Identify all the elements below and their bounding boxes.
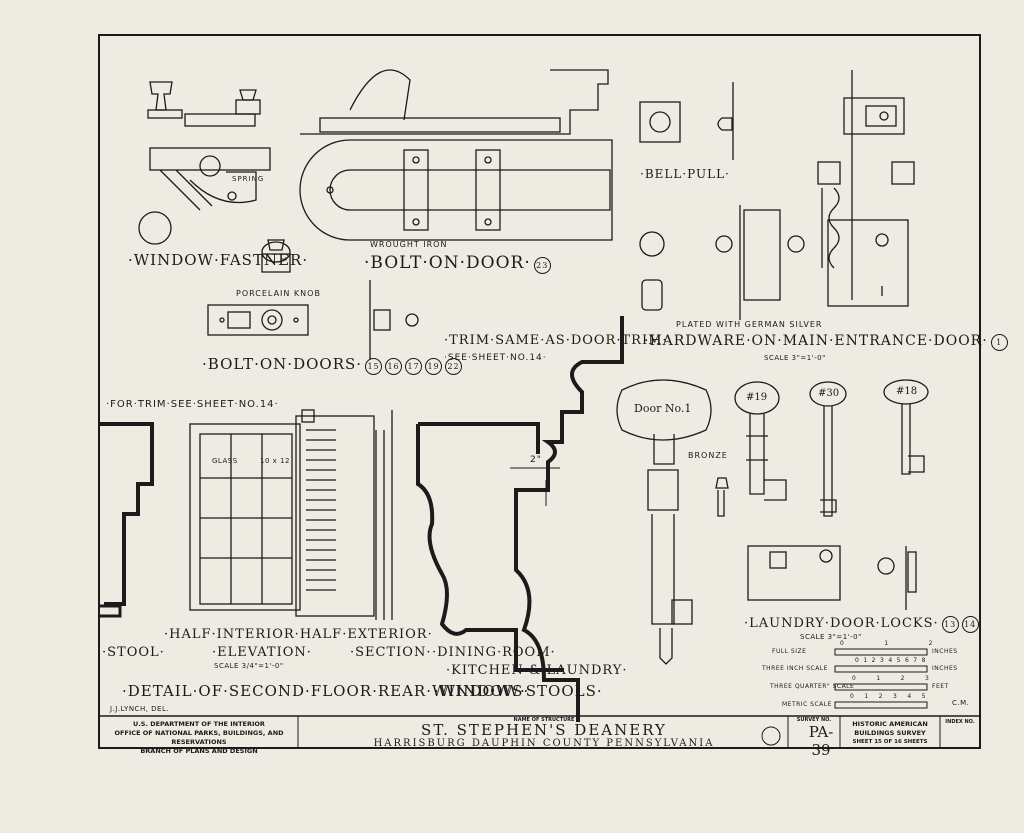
key-drawings: [616, 379, 929, 665]
window-stools-title: ·WINDOW·STOOLS·: [434, 682, 603, 700]
dimension-2in: [510, 467, 560, 506]
scale-unit-three-quarter: FEET: [932, 683, 949, 690]
section-label: ·SECTION·: [350, 645, 432, 660]
hardware-title: ·HARDWARE·ON·MAIN·ENTRANCE·DOOR·1: [644, 334, 1008, 351]
scale-label-metric: METRIC SCALE: [782, 701, 832, 708]
title-block-habs: HISTORIC AMERICAN BUILDINGS SURVEY SHEET…: [852, 720, 928, 745]
for-trim-label: ·FOR·TRIM·SEE·SHEET·NO.14·: [106, 399, 279, 410]
bell-pull-drawing: [639, 82, 734, 311]
wrought-iron-bolt-drawing: [299, 69, 613, 241]
porcelain-bolt-drawing: [207, 280, 419, 360]
window-stool-profiles: [416, 316, 624, 722]
trim-same-label: ·TRIM·SAME·AS·DOOR·TRIM·: [444, 333, 668, 348]
dimension-2in-label: 2": [530, 455, 542, 465]
bronze-label: BRONZE: [688, 451, 728, 460]
hardware-scale: SCALE 3"=1'-0": [764, 354, 826, 362]
kitchen-laundry-label: ·KITCHEN·&·LAUNDRY·: [446, 663, 628, 678]
scale-unit-full: INCHES: [932, 648, 958, 655]
title-block-department: U.S. DEPARTMENT OF THE INTERIOR OFFICE O…: [114, 720, 284, 755]
stool-label: ·STOOL·: [102, 645, 165, 660]
cm-label: C.M.: [952, 699, 970, 707]
glass-label: GLASS: [212, 457, 238, 465]
title-block-structure: NAME OF STRUCTURE ST. STEPHEN'S DEANERY …: [373, 717, 715, 749]
title-block-index: INDEX NO.: [945, 719, 975, 725]
graphic-scales: [834, 648, 928, 709]
key-30-label: #30: [818, 388, 840, 399]
bell-pull-title: ·BELL·PULL·: [640, 167, 730, 181]
entrance-hardware-drawing: [715, 70, 915, 320]
porcelain-knob-label: PORCELAIN KNOB: [236, 289, 321, 298]
spring-label: SPRING: [232, 175, 265, 183]
wrought-iron-label: WROUGHT IRON: [370, 240, 448, 249]
half-interior-label: ·HALF·INTERIOR·HALF·EXTERIOR·: [164, 627, 433, 642]
title-block-survey: SURVEY NO. PA-39: [796, 717, 834, 759]
glass-size-label: 10 x 12: [260, 457, 290, 465]
drafter-label: J.J.LYNCH, DEL.: [110, 705, 170, 713]
scale-unit-three-inch: INCHES: [932, 665, 958, 672]
habs-seal: [761, 726, 781, 746]
bolt-on-door-title: ·BOLT·ON·DOOR·23: [364, 255, 551, 274]
window-fastener-title: ·WINDOW·FASTNER·: [128, 251, 309, 269]
laundry-scale: SCALE 3"=1'-0": [800, 633, 862, 641]
key-19-label: #19: [746, 392, 768, 403]
dining-room-label: ·DINING·ROOM·: [432, 645, 556, 660]
scale-label-three-inch: THREE INCH SCALE: [762, 665, 828, 672]
scale-label-full: FULL SIZE: [772, 648, 807, 655]
key-door-no1-label: Door No.1: [634, 402, 692, 415]
plated-label: PLATED WITH GERMAN SILVER: [676, 320, 823, 329]
see-sheet-label: ·SEE·SHEET·NO.14·: [444, 353, 547, 363]
detail-title: ·DETAIL·OF·SECOND·FLOOR·REAR·WINDOWS·: [122, 682, 530, 700]
scale-label-three-quarter: THREE QUARTER" SCALE: [770, 683, 855, 690]
window-elevation-drawing: [100, 409, 393, 620]
sheet-border: [98, 34, 981, 749]
window-fastener-drawing: [138, 81, 291, 273]
elevation-scale: SCALE 3/4"=1'-0": [214, 662, 284, 670]
elevation-label: ·ELEVATION·: [212, 645, 312, 660]
laundry-lock-drawing: [747, 545, 917, 610]
key-18-label: #18: [896, 386, 918, 397]
